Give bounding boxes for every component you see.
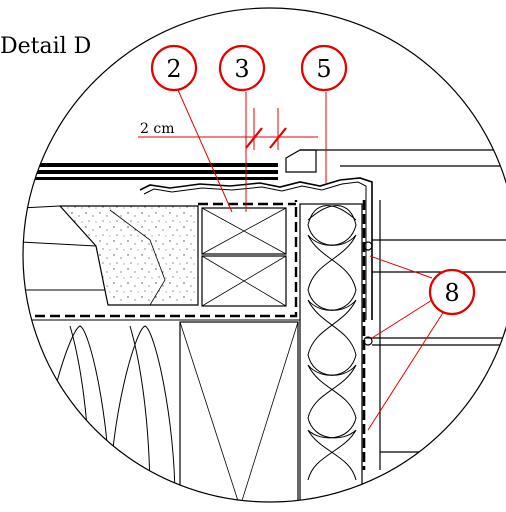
callout-3: 3 xyxy=(218,44,266,92)
flashing-inner xyxy=(143,181,367,320)
callout-8: 8 xyxy=(428,268,476,316)
siding xyxy=(363,200,506,470)
callout-5-label: 5 xyxy=(316,55,331,83)
callout-8-label: 8 xyxy=(444,279,459,307)
timber-blocks xyxy=(201,207,287,307)
coping xyxy=(300,149,506,167)
callout-5: 5 xyxy=(300,44,348,92)
coping-edge xyxy=(285,149,317,173)
dimension-label: 2 cm xyxy=(140,121,174,137)
vapour-barrier xyxy=(23,200,298,318)
detail-circle xyxy=(22,7,506,503)
roof-membrane xyxy=(23,163,278,180)
flashing xyxy=(139,177,373,320)
callouts: 2 3 5 8 xyxy=(150,44,476,316)
deck-line xyxy=(23,205,61,209)
callout-2: 2 xyxy=(150,44,198,92)
dimension-2cm xyxy=(138,108,318,150)
callout-3-label: 3 xyxy=(234,55,249,83)
detail-title: Detail D xyxy=(0,34,92,59)
deck-line-2 xyxy=(23,241,97,247)
rafter-cross xyxy=(179,321,299,502)
leader-lines xyxy=(177,89,447,431)
rafter xyxy=(179,321,299,502)
wall-insulation xyxy=(299,203,363,502)
screed-block xyxy=(58,205,199,306)
screed-line xyxy=(109,209,166,306)
callout-2-label: 2 xyxy=(166,55,181,83)
